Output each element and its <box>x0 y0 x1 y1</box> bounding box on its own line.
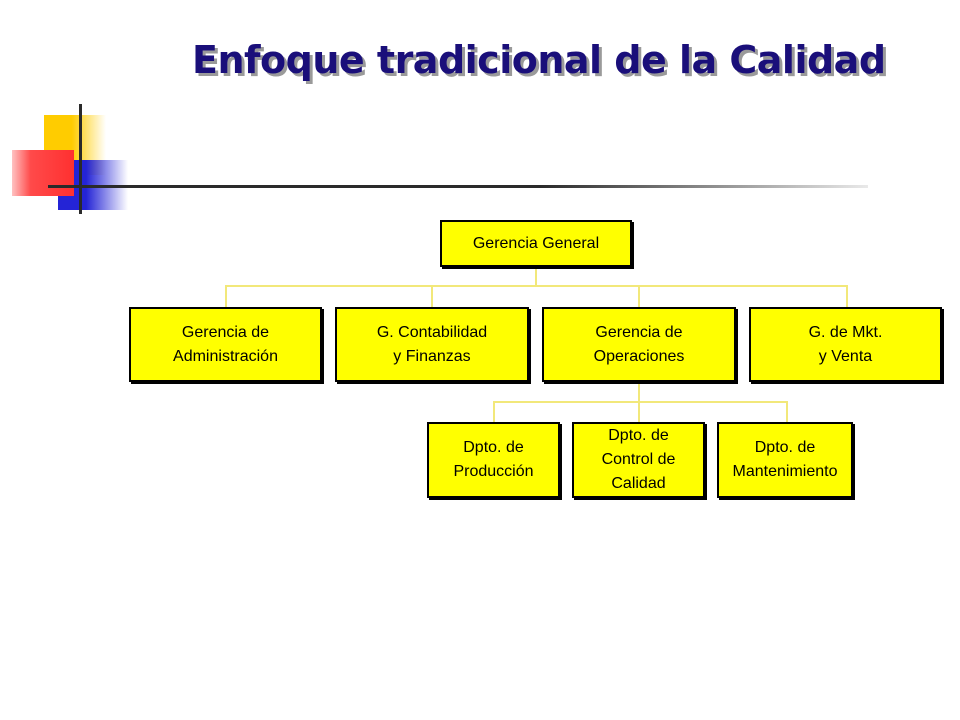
org-box-gerencia-administracion: Gerencia de Administración <box>129 307 322 382</box>
connector-level1-bar <box>225 285 848 287</box>
connector-to-control-calidad <box>638 401 640 423</box>
connector-operaciones-down <box>638 380 640 402</box>
connector-to-operaciones <box>638 285 640 307</box>
org-box-dpto-control-calidad: Dpto. de Control de Calidad <box>572 422 705 498</box>
connector-to-administracion <box>225 285 227 307</box>
org-box-marketing-venta: G. de Mkt. y Venta <box>749 307 942 382</box>
connector-to-mantenimiento <box>786 401 788 423</box>
connector-to-marketing <box>846 285 848 307</box>
org-box-dpto-mantenimiento: Dpto. de Mantenimiento <box>717 422 853 498</box>
org-box-dpto-produccion: Dpto. de Producción <box>427 422 560 498</box>
title-underline <box>48 185 868 188</box>
connector-to-produccion <box>493 401 495 423</box>
connector-level2-bar <box>493 401 787 403</box>
connector-to-contabilidad <box>431 285 433 307</box>
connector-root-down <box>535 266 537 286</box>
decorative-vertical-line <box>79 104 82 214</box>
decorative-red-square <box>12 150 74 196</box>
org-box-gerencia-operaciones: Gerencia de Operaciones <box>542 307 736 382</box>
slide-title: Enfoque tradicional de la Calidad <box>192 38 886 82</box>
org-box-contabilidad-finanzas: G. Contabilidad y Finanzas <box>335 307 529 382</box>
org-box-gerencia-general: Gerencia General <box>440 220 632 267</box>
